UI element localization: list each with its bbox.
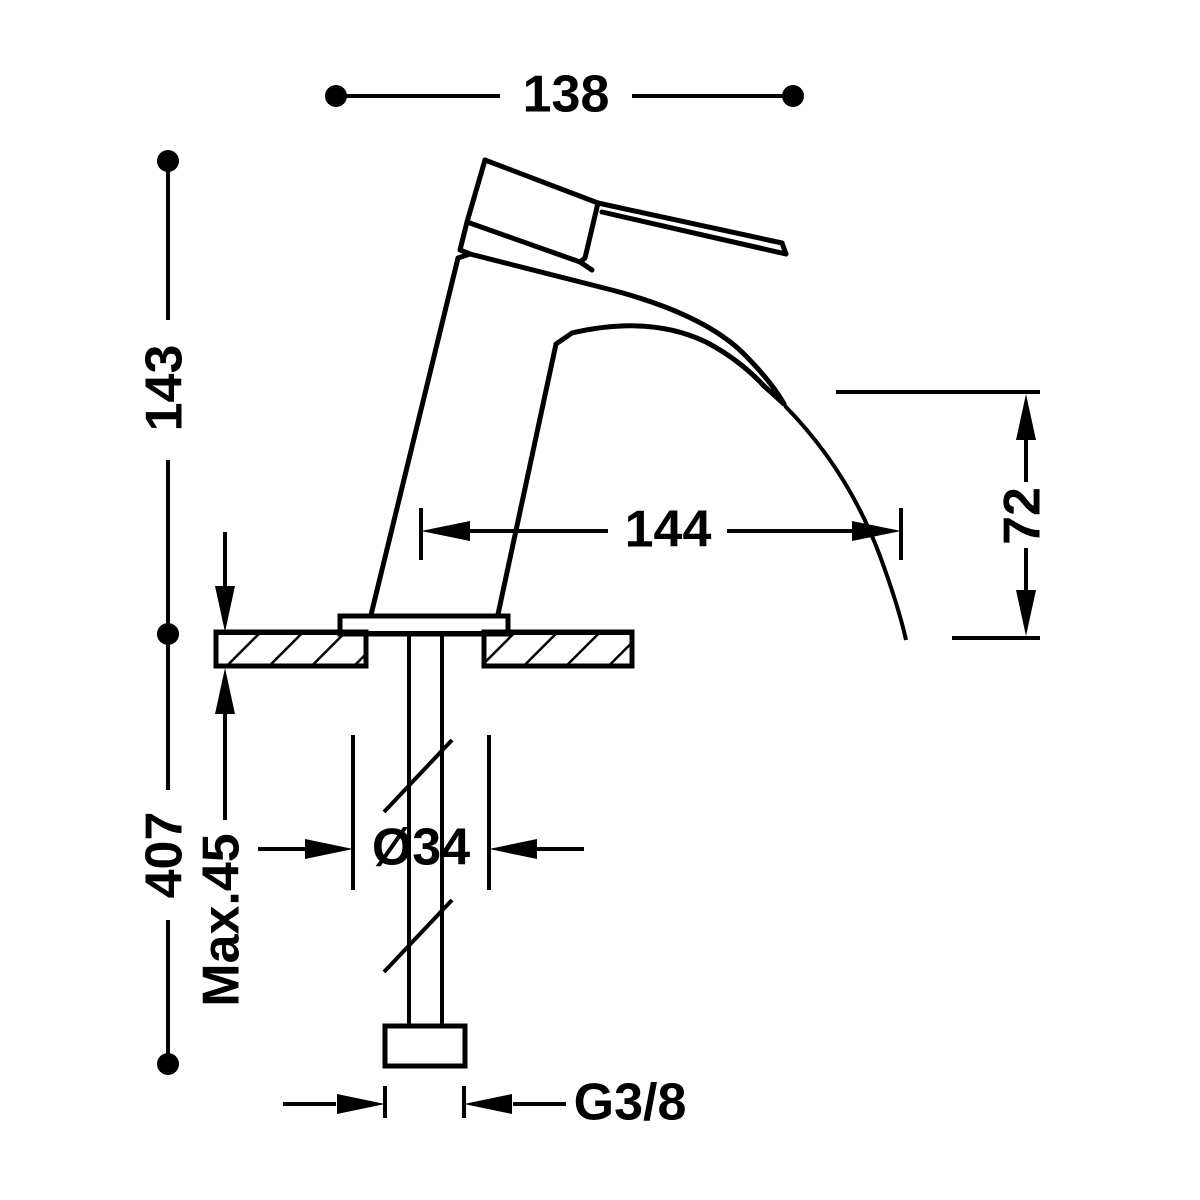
faucet-body bbox=[367, 251, 559, 622]
dim34-arrow-left bbox=[305, 839, 353, 859]
dim-label-144: 144 bbox=[625, 501, 712, 559]
supply-connector bbox=[382, 1023, 468, 1069]
dim-label-407: 407 bbox=[136, 812, 194, 899]
shank-break-lower bbox=[382, 898, 454, 974]
handle-base-foot bbox=[457, 247, 473, 257]
dim72-arrow-down bbox=[1016, 590, 1036, 636]
connector-block bbox=[382, 1023, 468, 1069]
handle-top-edge bbox=[482, 157, 785, 246]
dim-label-g38: G3/8 bbox=[574, 1074, 687, 1132]
maxdim-arrow-down bbox=[215, 586, 235, 632]
counter-left-hatch bbox=[216, 630, 366, 668]
dim-dot-bottom-407 bbox=[157, 1053, 179, 1075]
label-gap-max45 bbox=[198, 820, 256, 1020]
dimension-total-length: 407 bbox=[136, 150, 198, 1075]
spout-lower-edge bbox=[553, 323, 767, 389]
dim144-arrow-left bbox=[421, 521, 470, 541]
handle-base-diagonal bbox=[464, 219, 595, 273]
dim-dot-right bbox=[782, 85, 804, 107]
label-gap-407 bbox=[140, 790, 198, 920]
body-right-edge bbox=[494, 341, 559, 622]
lever-handle bbox=[457, 157, 789, 273]
dim-label-d34: Ø34 bbox=[372, 819, 470, 877]
handle-hinge-riser bbox=[577, 200, 601, 265]
counter-right-hatch bbox=[484, 630, 632, 668]
dim34-arrow-right bbox=[489, 839, 537, 859]
spout bbox=[467, 251, 787, 407]
dim144-arrow-right bbox=[852, 521, 901, 541]
dimension-hole-diameter: Ø34 bbox=[258, 735, 584, 890]
dimG38-arrow-left bbox=[337, 1094, 385, 1114]
spout-tip-face bbox=[761, 383, 787, 407]
dimension-max-counter-thickness: Max.45 bbox=[193, 532, 256, 1020]
shank-break-upper bbox=[382, 738, 454, 814]
dimension-width-overall: 138 bbox=[325, 66, 804, 124]
label-gap-143 bbox=[140, 320, 198, 460]
dimension-spout-reach: 144 bbox=[419, 501, 903, 560]
water-stream bbox=[783, 404, 908, 641]
dim-label-138: 138 bbox=[523, 66, 610, 124]
handle-under-edge bbox=[599, 209, 789, 257]
dim-label-72: 72 bbox=[994, 487, 1052, 545]
dimension-thread-size: G3/8 bbox=[283, 1074, 686, 1132]
dim-dot-counter-143 bbox=[157, 623, 179, 645]
water-stream-arc bbox=[783, 404, 908, 641]
dim-label-143: 143 bbox=[136, 345, 194, 432]
body-left-edge bbox=[367, 255, 461, 622]
maxdim-arrow-up bbox=[215, 668, 235, 714]
dim-label-max45: Max.45 bbox=[193, 833, 251, 1006]
dimension-height-above-counter: 143 bbox=[136, 345, 194, 645]
spout-upper-edge bbox=[467, 251, 787, 407]
dimG38-arrow-right bbox=[464, 1094, 512, 1114]
countertop-section bbox=[213, 629, 635, 669]
handle-base-left bbox=[457, 157, 488, 253]
dimension-spout-height: 72 bbox=[836, 390, 1052, 640]
dim72-arrow-up bbox=[1016, 394, 1036, 440]
threaded-shank bbox=[382, 634, 454, 1032]
